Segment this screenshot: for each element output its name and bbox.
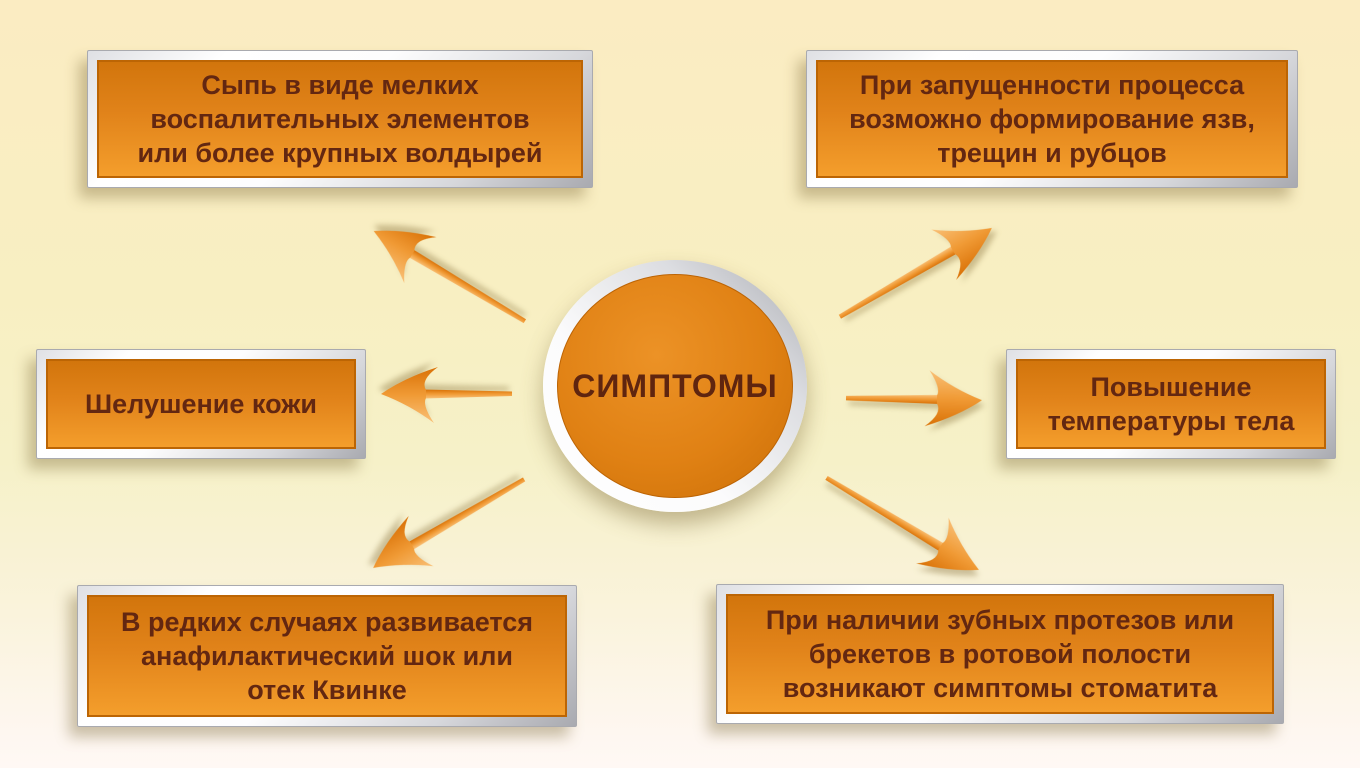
center-circle: СИМПТОМЫ [543,260,807,512]
arrow-to-top-right [838,227,992,319]
symptom-box-top-right: При запущенности процесса возможно форми… [806,50,1298,188]
arrow-to-mid-right [845,370,982,427]
symptom-box-top-right-text: При запущенности процесса возможно форми… [849,69,1255,169]
symptom-box-top-left: Сыпь в виде мелких воспалительных элемен… [87,50,593,188]
symptom-box-bottom-right-fill: При наличии зубных протезов или брекетов… [726,594,1274,714]
symptom-box-mid-left-fill: Шелушение кожи [46,359,356,449]
symptom-box-bottom-right-text: При наличии зубных протезов или брекетов… [765,604,1235,704]
arrow-to-bottom-left [373,477,526,568]
symptom-box-top-left-text: Сыпь в виде мелких воспалительных элемен… [137,69,543,169]
symptom-box-mid-left-text: Шелушение кожи [85,388,317,419]
symptom-box-bottom-right: При наличии зубных протезов или брекетов… [716,584,1284,724]
symptom-box-mid-right: Повышение температуры тела [1006,349,1336,459]
symptom-box-top-left-fill: Сыпь в виде мелких воспалительных элемен… [97,60,583,178]
symptom-box-bottom-left: В редких случаях развивается анафилактич… [77,585,577,727]
center-circle-fill: СИМПТОМЫ [557,274,793,498]
symptom-box-mid-left: Шелушение кожи [36,349,366,459]
symptom-box-top-right-fill: При запущенности процесса возможно форми… [816,60,1288,178]
arrow-to-bottom-right [825,475,979,571]
symptom-box-mid-right-fill: Повышение температуры тела [1016,359,1326,449]
center-circle-label: СИМПТОМЫ [572,367,778,404]
symptom-box-bottom-left-fill: В редких случаях развивается анафилактич… [87,595,567,717]
arrow-to-top-left [373,230,527,324]
symptom-box-mid-right-text: Повышение температуры тела [1047,371,1295,436]
arrow-to-mid-left [381,367,512,423]
symptom-box-bottom-left-text: В редких случаях развивается анафилактич… [120,606,534,706]
